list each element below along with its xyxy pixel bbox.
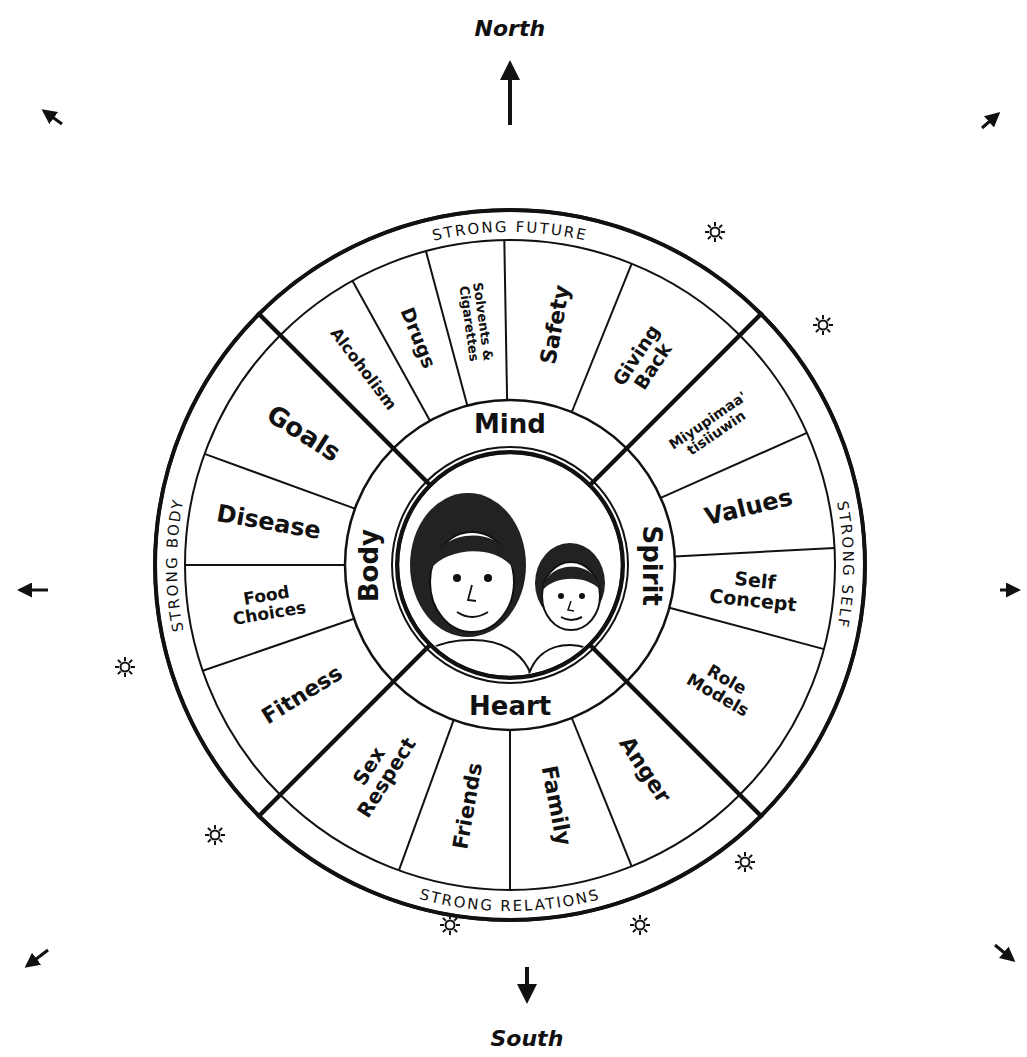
compass-label: North [475, 16, 546, 41]
inner-ring-cell: Mind [474, 411, 546, 438]
nose [468, 585, 476, 601]
compass-label: South [491, 1026, 564, 1051]
cell-divider [675, 548, 835, 556]
photo-frame-inner [398, 453, 622, 677]
cell-label: Solvents & Cigarettes [456, 276, 496, 369]
band-heading: STRONG FUTURE [431, 218, 590, 245]
inner-ring-cell: Heart [469, 693, 551, 720]
cell-divider [426, 251, 467, 406]
compass-arrow [508, 64, 512, 125]
wheel-cell: Values [702, 485, 795, 530]
outer-circle [155, 210, 865, 920]
hair-fringe [430, 535, 514, 570]
cell-label: Alcoholism [326, 325, 398, 413]
cell-divider [669, 608, 824, 649]
cell-label: Food Choices [216, 579, 321, 631]
wheel-cell: Drugs [397, 305, 439, 371]
ring-label: Heart [469, 693, 551, 720]
compass-arrow [44, 111, 62, 124]
wheel-cell: Disease [215, 501, 323, 544]
cell-label: Family [538, 764, 576, 848]
wheel-cell: Family [538, 764, 576, 848]
cell-label: Values [702, 485, 795, 530]
eye [484, 574, 492, 582]
shoulders [400, 640, 535, 690]
nose [568, 601, 574, 611]
cell-label: Safety [536, 283, 573, 366]
hair [410, 493, 526, 637]
shoulders [525, 645, 618, 690]
cell-label: Drugs [397, 305, 439, 371]
quadrant-wedge [259, 210, 761, 485]
quadrant-wedge [590, 314, 865, 816]
mouth [457, 612, 488, 617]
cell-label: Anger [615, 732, 675, 807]
eye [558, 593, 564, 599]
compass-arrow [995, 945, 1013, 960]
faces-illustration [400, 493, 618, 690]
wheel-cell: Friends [449, 761, 486, 851]
ring-label: Body [355, 529, 382, 602]
eye [579, 593, 585, 599]
wheel-cell: Role Models [674, 649, 770, 725]
compass-arrow [1000, 589, 1018, 592]
compass-arrow [982, 114, 998, 128]
wheel-cell: Fitness [258, 661, 346, 728]
cell-divider [572, 264, 632, 412]
face [542, 562, 600, 630]
sun-symbol [205, 825, 225, 845]
band-heading: STRONG RELATIONS [418, 885, 603, 915]
sun-symbol [813, 315, 833, 335]
cell-divider [185, 564, 345, 566]
sun-symbol [630, 915, 650, 935]
cell-label: Self Concept [697, 565, 811, 616]
quadrant-band: STRONG BODY BodyFitness Food Choices Diseas… [150, 205, 870, 925]
cell-label: Fitness [258, 661, 346, 728]
wheel-cell: Alcoholism [326, 325, 398, 413]
cell-label: Goals [262, 400, 345, 467]
ring-label: Spirit [638, 525, 665, 605]
hair-fringe [543, 567, 600, 590]
wheel-cell: Goals [262, 400, 345, 467]
compass-arrows [20, 64, 1018, 1000]
mouth [561, 617, 582, 620]
compass-arrow [20, 589, 48, 592]
sun-symbol [735, 852, 755, 872]
band-heading: STRONG BODY [163, 497, 187, 634]
cell-divider [509, 730, 511, 890]
cell-divider [504, 240, 507, 400]
face [430, 532, 514, 632]
sun-symbol [115, 657, 135, 677]
band-heading: STRONG SELF [833, 500, 857, 631]
wheel-cell: Anger [615, 732, 675, 807]
wheel-layer: STRONG FUTURE Mind AlcoholismDrugs Solvents… [150, 205, 870, 925]
compass-arrow [525, 967, 529, 1000]
inner-ring-cell: Spirit [638, 525, 665, 605]
quadrant-wedge [155, 314, 430, 816]
wheel-cell: Food Choices [216, 579, 321, 631]
eye [453, 574, 461, 582]
cell-label: Friends [449, 761, 486, 851]
ring-label: Mind [474, 411, 546, 438]
sun-symbol [705, 222, 725, 242]
compass-arrow [27, 950, 48, 966]
cell-label: Role Models [674, 649, 770, 725]
inner-ring-cell: Body [355, 529, 382, 602]
quadrant-outline: STRONG BODY [150, 205, 870, 925]
wheel-cell: Self Concept [697, 565, 811, 616]
cell-label: Disease [215, 501, 323, 544]
wheel-cell: Solvents & Cigarettes [456, 276, 496, 369]
wheel-cell: Safety [536, 283, 573, 366]
